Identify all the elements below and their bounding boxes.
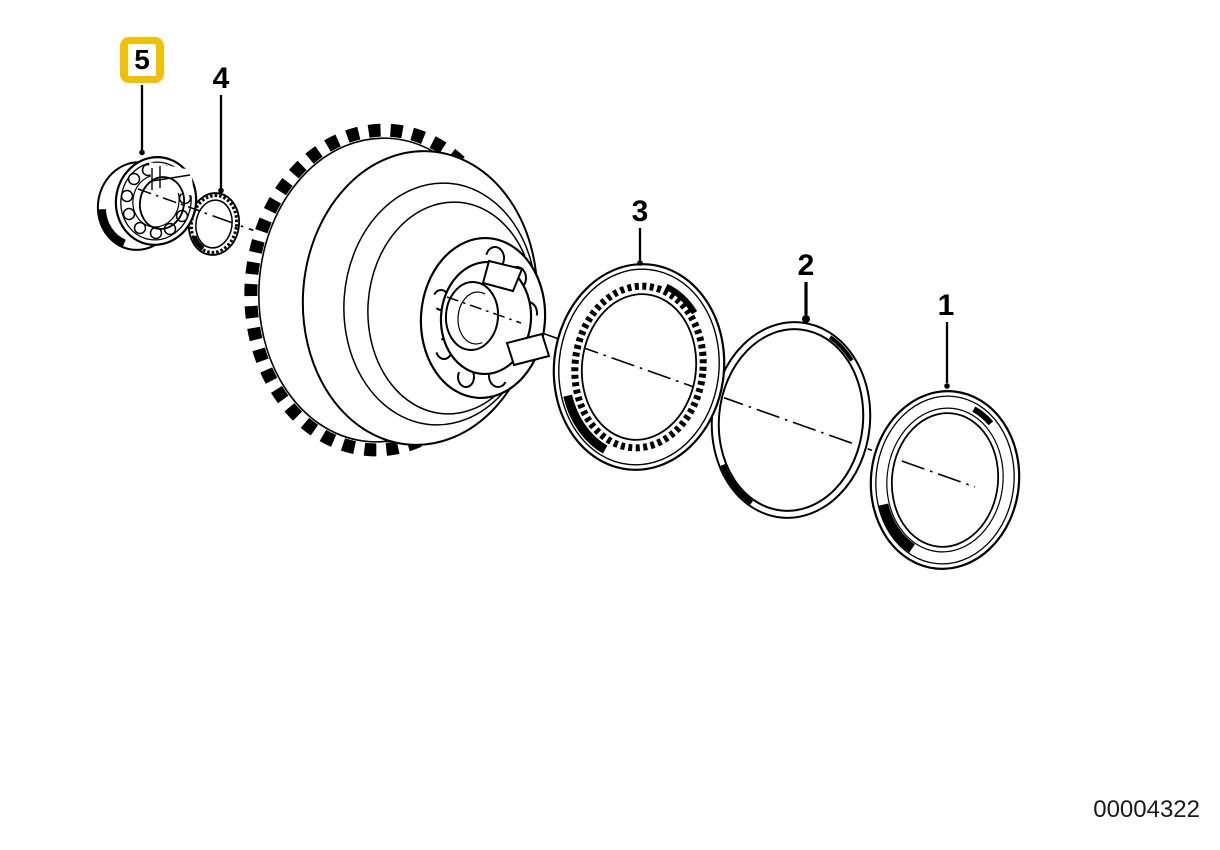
claw-lug-bottom bbox=[505, 332, 551, 367]
claw-lug-top bbox=[481, 259, 524, 293]
document-number: 00004322 bbox=[1093, 796, 1200, 823]
callout-label-4[interactable]: 4 bbox=[212, 62, 230, 95]
callout-label-2[interactable]: 2 bbox=[797, 249, 815, 282]
part-2-shim-ring bbox=[709, 320, 873, 520]
callout-5-highlight-box[interactable]: 5 bbox=[120, 37, 164, 83]
hub-bore bbox=[444, 281, 500, 351]
part-5-taper-roller-bearing bbox=[96, 156, 201, 251]
part-4-spacer bbox=[187, 192, 241, 256]
callout-leader-lines bbox=[139, 85, 950, 389]
callout-label-5[interactable]: 5 bbox=[128, 44, 156, 76]
callout-label-1[interactable]: 1 bbox=[937, 289, 955, 322]
callout-label-3[interactable]: 3 bbox=[631, 195, 649, 228]
part-3-seal-ring bbox=[552, 263, 726, 471]
crown-wheel-gear bbox=[242, 122, 551, 458]
part-1-spacer-ring bbox=[866, 388, 1024, 572]
